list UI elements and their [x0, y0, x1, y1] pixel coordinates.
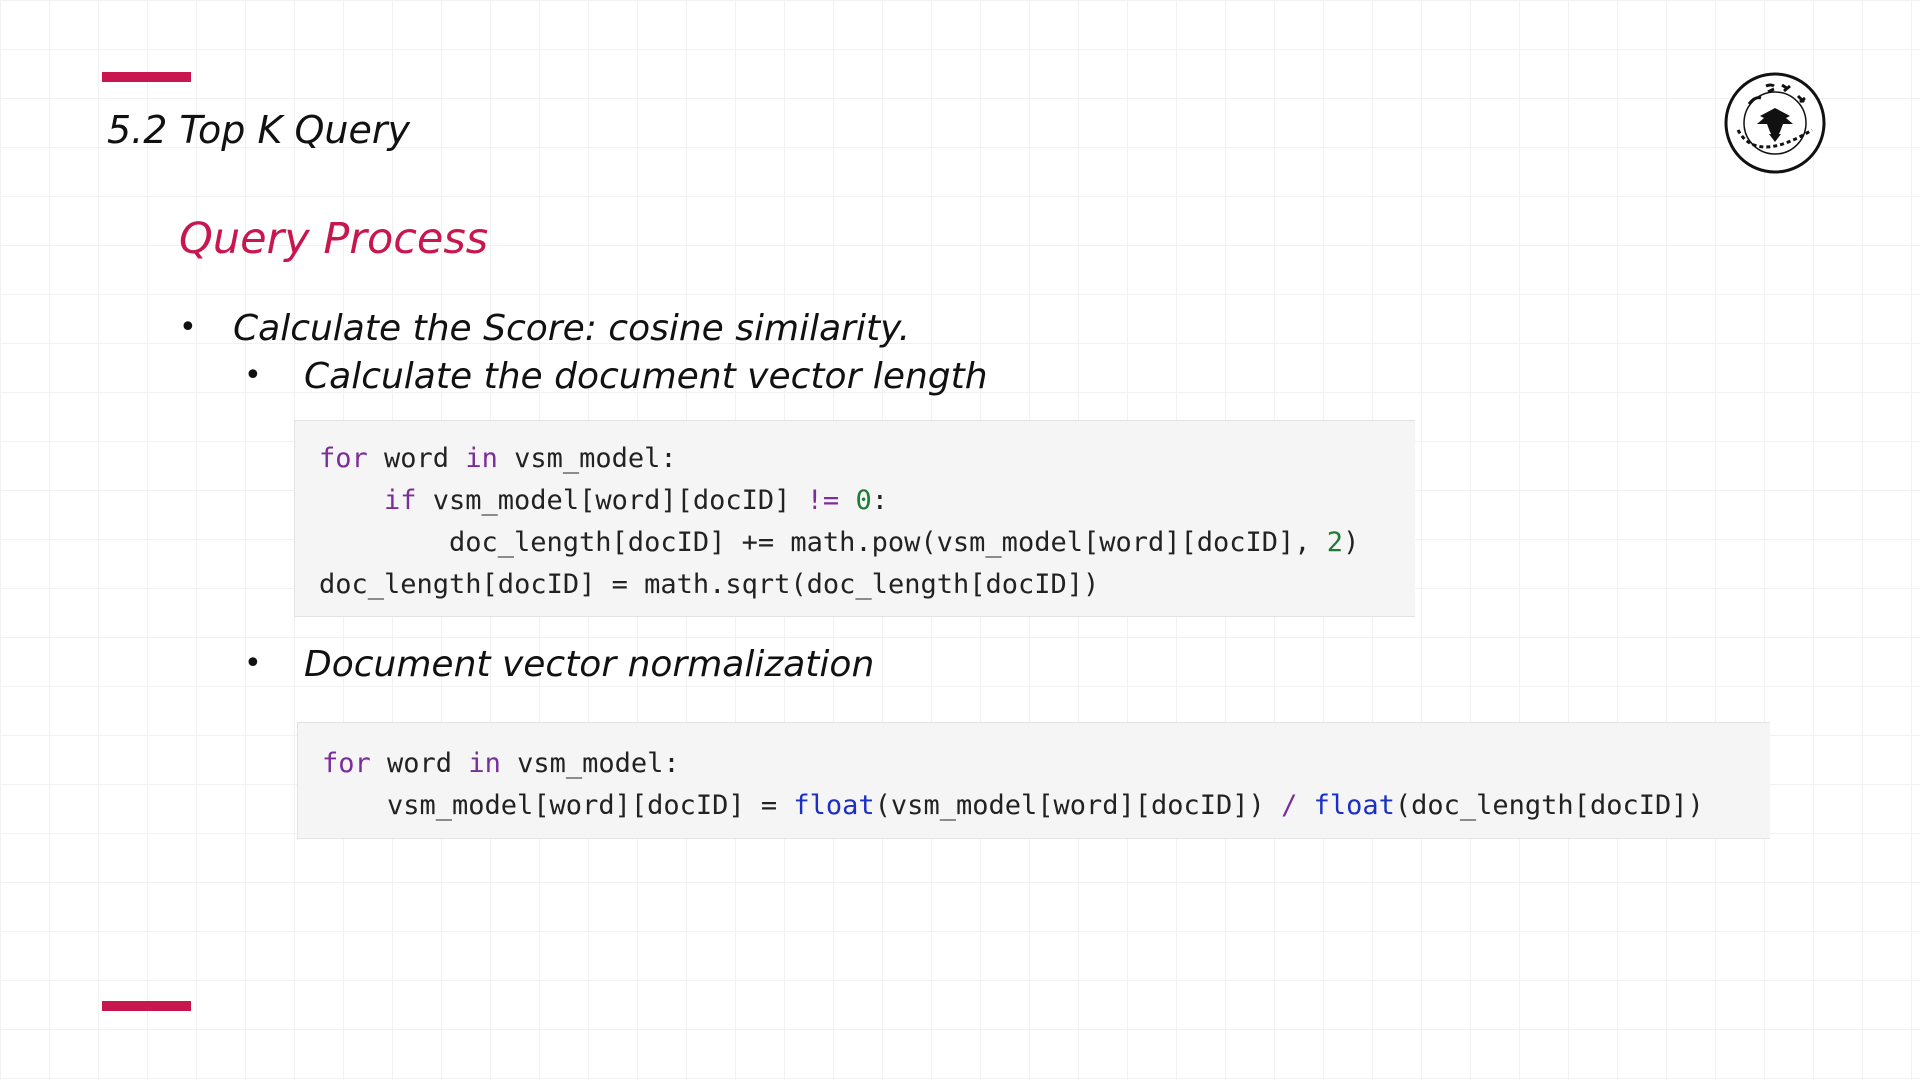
bullet-text: Calculate the Score: cosine similarity.: [233, 308, 911, 349]
code-builtin: float: [793, 790, 875, 821]
code-text: ): [1343, 527, 1360, 558]
code-operator: !=: [806, 485, 840, 516]
code-text: (vsm_model[word][docID]): [874, 790, 1282, 821]
code-number: 2: [1326, 527, 1344, 558]
bullet-calculate-score: • Calculate the Score: cosine similarity…: [179, 308, 911, 349]
code-text: vsm_model:: [497, 443, 677, 474]
section-title: 5.2 Top K Query: [107, 108, 410, 152]
code-keyword: for: [322, 748, 371, 779]
code-line: for word in vsm_model:: [322, 743, 1770, 785]
code-line: if vsm_model[word][docID] != 0:: [319, 480, 1415, 522]
code-text: doc_length[docID] += math.pow(vsm_model[…: [449, 527, 1327, 558]
code-keyword: if: [384, 485, 417, 516]
top-accent-bar: [102, 72, 191, 82]
code-line: doc_length[docID] += math.pow(vsm_model[…: [319, 522, 1415, 564]
code-text: vsm_model:: [500, 748, 680, 779]
code-text: doc_length[docID] = math.sqrt(doc_length…: [319, 569, 1100, 600]
code-text: [1297, 790, 1313, 821]
code-text: :: [871, 485, 888, 516]
code-line: vsm_model[word][docID] = float(vsm_model…: [322, 785, 1770, 827]
code-keyword: for: [319, 443, 368, 474]
code-text: vsm_model[word][docID] =: [387, 790, 794, 821]
code-text: word: [370, 748, 469, 779]
code-number: 0: [855, 485, 872, 516]
bullet-text: Calculate the document vector length: [304, 356, 988, 397]
code-builtin: float: [1313, 790, 1395, 821]
sub-bullet-document-vector-length: • Calculate the document vector length: [244, 356, 988, 397]
code-text: [839, 485, 855, 516]
code-line: for word in vsm_model:: [319, 438, 1415, 480]
code-text: (doc_length[docID]): [1394, 790, 1704, 821]
bullet-dot-icon: •: [179, 310, 197, 345]
zhejiang-university-seal-icon: [1724, 72, 1826, 174]
code-keyword: in: [465, 443, 498, 474]
code-operator: /: [1281, 790, 1298, 821]
code-block-vector-length: for word in vsm_model:if vsm_model[word]…: [294, 420, 1415, 617]
code-block-normalization: for word in vsm_model:vsm_model[word][do…: [297, 722, 1770, 839]
code-keyword: in: [468, 748, 501, 779]
bullet-text: Document vector normalization: [304, 644, 875, 685]
code-text: vsm_model[word][docID]: [416, 485, 807, 516]
slide-heading: Query Process: [179, 214, 489, 264]
sub-bullet-document-vector-normalization: • Document vector normalization: [244, 644, 875, 685]
code-text: word: [367, 443, 466, 474]
code-line: doc_length[docID] = math.sqrt(doc_length…: [319, 564, 1415, 606]
bullet-dot-icon: •: [244, 358, 262, 393]
bullet-dot-icon: •: [244, 646, 262, 681]
bottom-accent-bar: [102, 1001, 191, 1011]
